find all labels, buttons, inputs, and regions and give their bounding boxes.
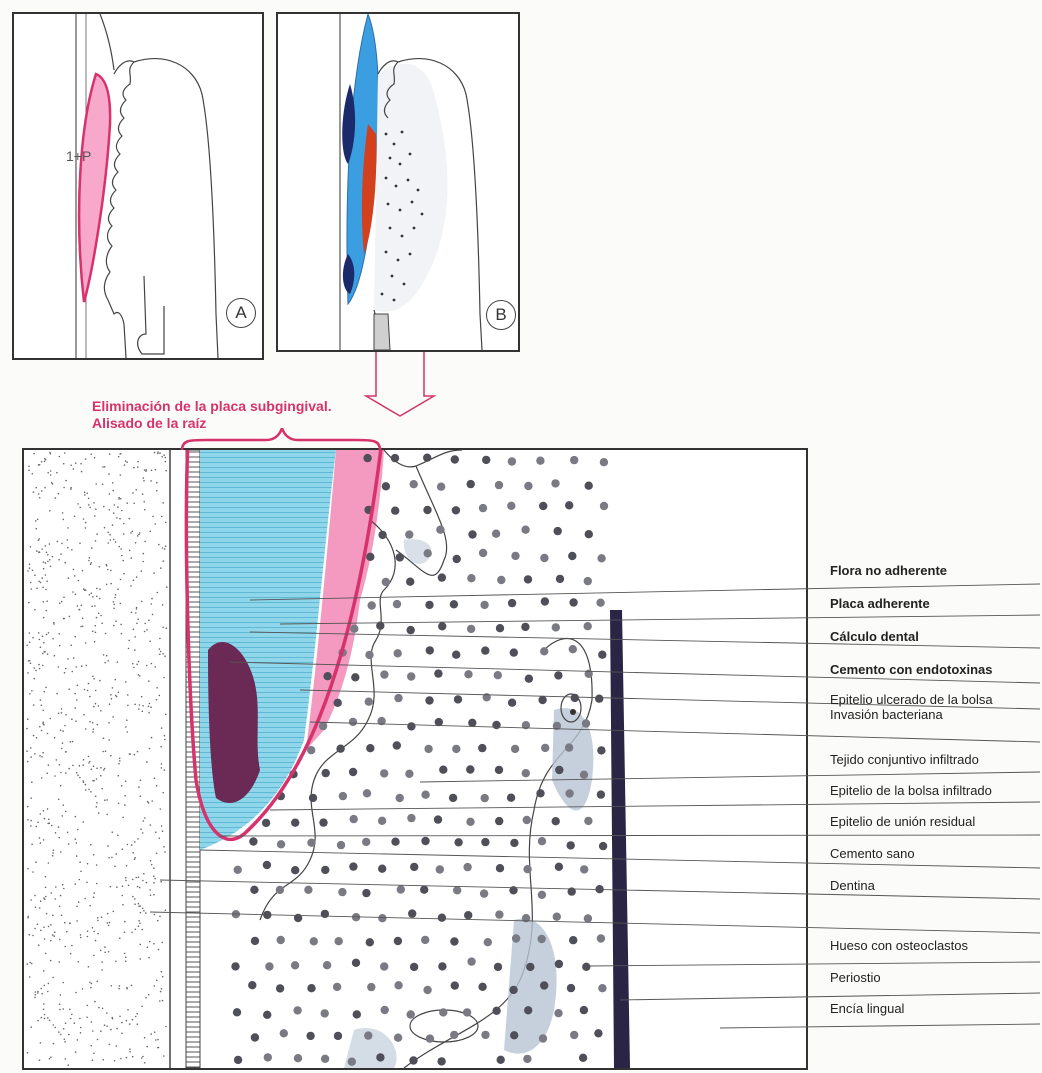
legend-item-bone-osteoclasts: Hueso con osteoclastos — [830, 938, 968, 953]
legend-item-pocket-epithelium: Epitelio de la bolsa infiltrado — [830, 783, 992, 798]
legend-item-cementum-endotoxins: Cemento con endotoxinas — [830, 662, 993, 677]
legend-item-lingual-gingiva: Encía lingual — [830, 1001, 904, 1016]
legend-item-ulcerated-epithelium: Epitelio ulcerado de la bolsa — [830, 692, 993, 707]
legend-item-junctional-epithelium: Epitelio de unión residual — [830, 814, 975, 829]
legend-item-calculus: Cálculo dental — [830, 629, 919, 644]
legend-item-connective-tissue: Tejido conjuntivo infiltrado — [830, 752, 979, 767]
legend-item-dentin: Dentina — [830, 878, 875, 893]
legend-item-plaque: Placa adherente — [830, 596, 930, 611]
legend-item-bacterial-invasion: Invasión bacteriana — [830, 707, 943, 722]
legend-item-periosteum: Periostio — [830, 970, 881, 985]
legend-item-flora: Flora no adherente — [830, 563, 947, 578]
legend-item-healthy-cementum: Cemento sano — [830, 846, 915, 861]
